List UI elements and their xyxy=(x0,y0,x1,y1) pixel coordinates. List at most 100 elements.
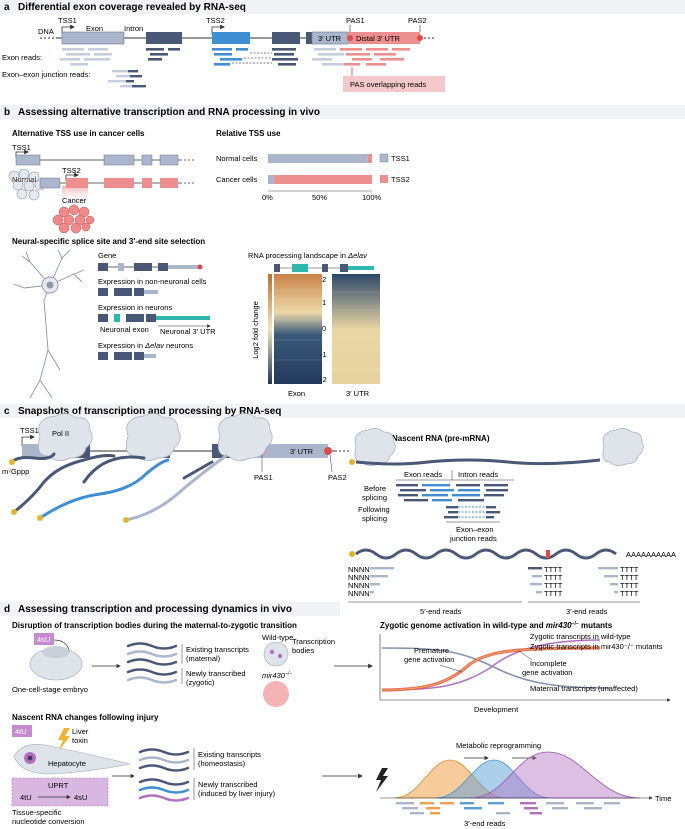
cancer-label: Cancer xyxy=(62,196,87,205)
intron-reads-hdr: Intron reads xyxy=(458,470,498,479)
panel-b: b Assessing alternative transcription an… xyxy=(0,105,685,399)
liver1-label: Liver xyxy=(72,727,89,736)
peak-blue xyxy=(435,759,551,799)
nascent-pol-right xyxy=(602,428,644,466)
d-utr xyxy=(144,354,156,358)
panel-b-title: Assessing alternative transcription and … xyxy=(18,107,320,118)
b-cancer-exon2 xyxy=(104,178,134,188)
svg-text:NNNN: NNNN xyxy=(348,589,370,598)
panel-d-letter: d xyxy=(4,604,10,615)
newly-label: Newly transcribed xyxy=(186,669,246,678)
before-label: Before xyxy=(364,484,386,493)
pas1-label: PAS1 xyxy=(346,16,365,25)
legend-tss1-label: TSS1 xyxy=(391,154,410,163)
b-normal-exon2 xyxy=(103,154,135,166)
tick-50: 50% xyxy=(312,193,327,202)
c-tss1-arrow xyxy=(21,434,35,446)
heatmap-utr xyxy=(332,274,380,384)
newly2-label: Newly transcribed xyxy=(198,780,258,789)
n-ex4 xyxy=(146,314,156,322)
junction1-label: Exon–exon xyxy=(456,525,494,534)
exon3 xyxy=(272,32,300,44)
heat-gene-ex4 xyxy=(340,264,348,272)
c-pas2-dot xyxy=(324,447,332,455)
tick-0: 0% xyxy=(262,193,273,202)
b-tss1-label: TSS1 xyxy=(12,143,31,152)
b-cancer-exon4 xyxy=(160,178,178,188)
polymerase-3 xyxy=(217,413,273,461)
nascent-title: Nascent RNA (pre-mRNA) xyxy=(392,434,490,443)
splicing2-label: splicing xyxy=(362,514,387,523)
non-neuronal-label: Expression in non-neuronal cells xyxy=(98,277,207,286)
heat-ylabel: Log2 fold change xyxy=(251,301,260,359)
bodies2-label: bodies xyxy=(292,646,314,655)
landscape-title: RNA processing landscape in Δelav xyxy=(248,251,368,260)
b-normal-exon4 xyxy=(159,154,179,166)
row-normal-label: Normal cells xyxy=(216,154,258,163)
junction-reads-label: Exon–exon junction reads: xyxy=(2,70,90,79)
dna-label: DNA xyxy=(38,27,54,36)
tss2-bar-1 xyxy=(274,175,372,184)
nascent-rna-top xyxy=(355,458,601,466)
mrna-pas-mark xyxy=(546,550,550,558)
svg-text:NNNN: NNNN xyxy=(348,565,370,574)
cb-tick-0: 0 xyxy=(322,324,326,333)
three-end-label: 3′-end reads xyxy=(566,607,608,616)
n-ex3 xyxy=(126,314,144,322)
pas-overlap-label: PAS overlapping reads xyxy=(350,80,426,89)
cb-tick-m1: -1 xyxy=(320,350,327,359)
panel-b-letter: b xyxy=(4,107,10,118)
d-ex3 xyxy=(114,352,132,360)
c-tss1-label: TSS1 xyxy=(20,426,39,435)
row-cancer-label: Cancer cells xyxy=(216,175,258,184)
d-4su-box xyxy=(34,633,54,645)
nascent-rna-strands xyxy=(10,452,228,522)
maternal-unaff-label: Maternal transcripts (unaffected) xyxy=(530,684,638,693)
wt-body-1 xyxy=(269,649,275,655)
exon-reads-group xyxy=(60,48,112,66)
gene-utr xyxy=(168,265,200,269)
gene-pas xyxy=(197,264,203,270)
hepatocyte-label: Hepatocyte xyxy=(48,759,86,768)
junction-reads-group xyxy=(108,70,146,88)
heat-utr-label: 3′ UTR xyxy=(346,389,370,398)
cap-3 xyxy=(37,515,43,521)
premature1-label: Premature xyxy=(414,646,449,655)
injury-transcripts xyxy=(138,748,190,802)
svg-text:TTTT: TTTT xyxy=(620,573,639,582)
injury-3end-reads xyxy=(396,802,620,815)
premature2-label: gene activation xyxy=(404,655,454,664)
tss1-arrow xyxy=(61,24,75,34)
tss2-dashed-reads xyxy=(232,52,272,64)
curve-mutant-glow xyxy=(381,647,601,691)
c-pas2-label: PAS2 xyxy=(328,473,347,482)
tss2-label: TSS2 xyxy=(206,16,225,25)
following-label: Following xyxy=(358,505,390,514)
larva-icon xyxy=(13,744,131,775)
pas2-dot xyxy=(417,35,423,41)
panel-d-title-bar xyxy=(0,602,340,616)
rel-tss-title: Relative TSS use xyxy=(216,129,281,138)
tss2-reads-group xyxy=(212,48,248,66)
following-splicing-reads xyxy=(444,506,500,519)
heatmap-exon xyxy=(274,274,322,384)
distal-utr-label: Distal 3′ UTR xyxy=(356,34,400,43)
b-cancer-glow xyxy=(62,186,88,204)
gene-ex1 xyxy=(98,263,108,271)
uprt-box xyxy=(11,777,109,807)
cb-tick-1: 1 xyxy=(322,298,326,307)
panel-a-title: Differential exon coverage revealed by R… xyxy=(18,2,246,13)
pol2-label: Pol II xyxy=(52,429,69,438)
n-ex1 xyxy=(98,314,108,322)
three-end-reads: TTTT TTTT TTTT TTTT TTTT TTTT TTTT TTTT xyxy=(528,565,639,598)
time-label: Time xyxy=(655,794,671,803)
development-label: Development xyxy=(474,705,519,714)
pas2-label: PAS2 xyxy=(408,16,427,25)
nn-utr xyxy=(144,290,158,294)
svg-text:TTTT: TTTT xyxy=(620,589,639,598)
neural-title: Neural-specific splice site and 3′-end s… xyxy=(12,237,205,246)
embryo-cell xyxy=(42,646,70,658)
tss1-label: TSS1 xyxy=(58,16,77,25)
nn-ex3 xyxy=(114,288,132,296)
